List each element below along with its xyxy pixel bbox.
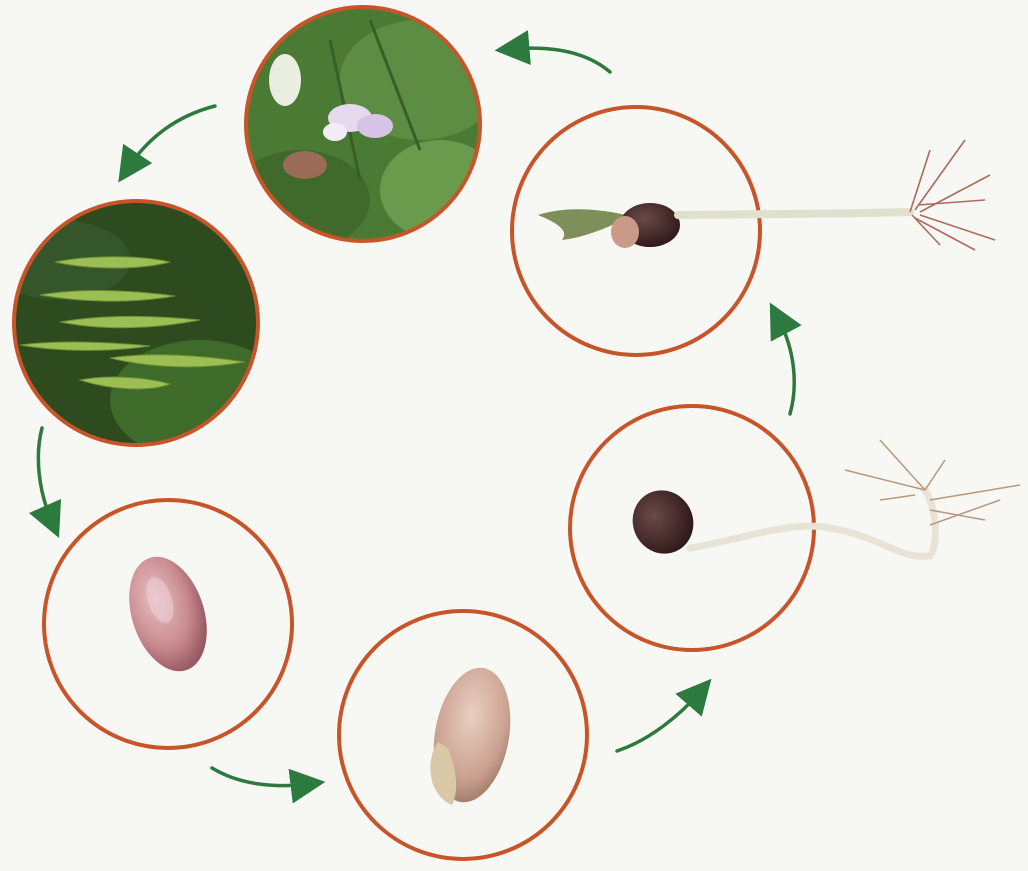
arrow-root-to-leaves bbox=[778, 318, 794, 414]
arrow-leaves-to-flowering bbox=[512, 48, 610, 72]
arrow-germination-to-root bbox=[617, 692, 700, 751]
seedling-roots bbox=[910, 140, 995, 250]
arrow-flowering-to-pods bbox=[128, 106, 215, 168]
flowering-plant-stage bbox=[230, 7, 500, 250]
arrow-pods-to-seed bbox=[38, 428, 52, 522]
arrow-seed-to-germination bbox=[212, 768, 308, 786]
seedling-with-root-stage bbox=[570, 406, 1020, 650]
seedling-stem bbox=[678, 212, 910, 215]
germinating-seed-stage bbox=[339, 611, 587, 859]
seed-cotyledon-light bbox=[611, 216, 639, 248]
seed-stage bbox=[44, 500, 292, 748]
seedling-with-first-leaves-stage bbox=[512, 107, 995, 355]
bean-pods-stage bbox=[0, 201, 290, 460]
